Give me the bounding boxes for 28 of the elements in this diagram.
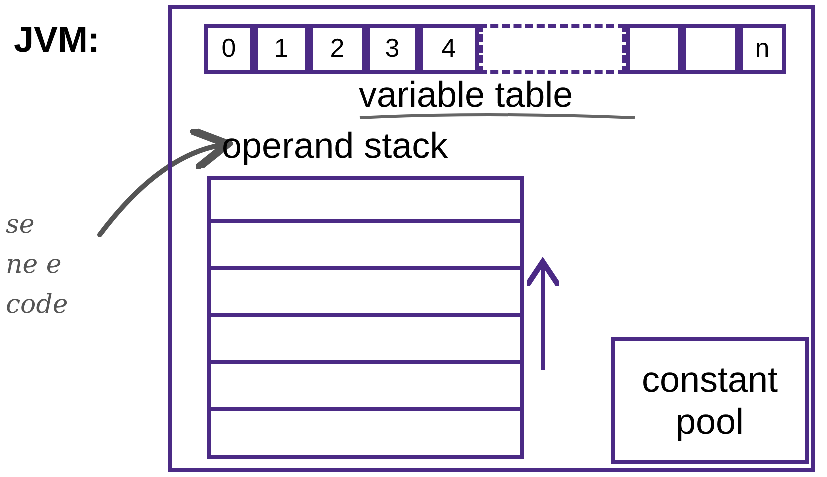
stack-slot: [207, 317, 524, 364]
slot-index: 2: [330, 34, 345, 64]
pool-label: constant pool: [640, 359, 780, 442]
slot-index: 1: [274, 34, 289, 64]
jvm-heading: JVM:: [14, 19, 100, 61]
table-slot: [419, 24, 479, 74]
table-slot: [309, 24, 366, 74]
table-slot: [626, 24, 682, 74]
table-slot: [366, 24, 419, 74]
stack-caption: operand stack: [222, 125, 448, 167]
constant-pool-box: [611, 337, 809, 464]
handwritten-note: se ne e code: [6, 209, 66, 322]
stack-slot: [207, 411, 524, 459]
dashed-slot: [479, 24, 626, 74]
table-slot: [254, 24, 309, 74]
arrow: [98, 127, 232, 238]
stack-slot: [207, 270, 524, 317]
slot-index: 4: [442, 34, 456, 64]
stack-slot: [207, 176, 524, 223]
table-slot: [204, 24, 254, 74]
table-slot: [682, 24, 739, 74]
slot-index: 3: [385, 34, 400, 64]
slot-index: 0: [222, 34, 236, 64]
stack-slot: [207, 223, 524, 270]
stack-slot: [207, 364, 524, 411]
table-caption: variable table: [359, 74, 574, 116]
slot-index: n: [755, 34, 770, 64]
table-slot: [739, 24, 786, 74]
